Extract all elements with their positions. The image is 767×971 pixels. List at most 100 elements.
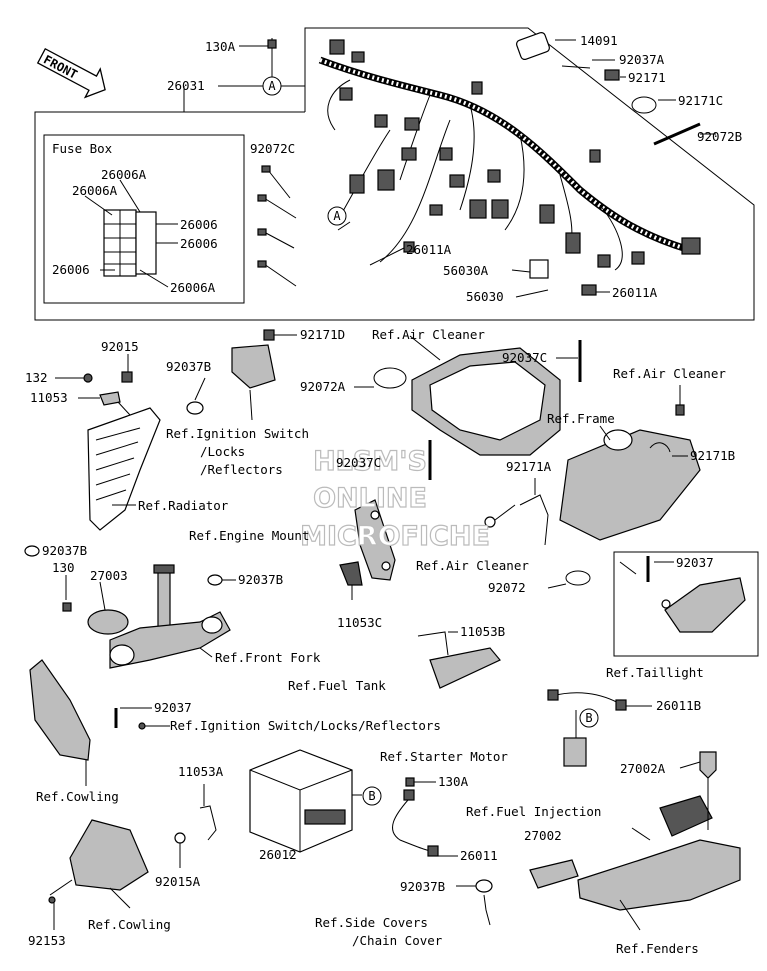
label-26006-2: 26006 <box>180 236 218 251</box>
sensor-27002A <box>699 751 717 779</box>
label-ref-side-covers-1: Ref.Side Covers <box>315 915 428 930</box>
label-26011: 26011 <box>460 848 498 863</box>
watermark: HLSM'S ONLINE MICROFICHE <box>299 445 490 552</box>
ecu-26012 <box>249 749 353 853</box>
label-26006A-2: 26006A <box>72 183 118 198</box>
cowling-upper <box>29 659 91 761</box>
label-26006-3: 26006 <box>52 262 90 277</box>
watermark-line-2: ONLINE <box>313 483 427 514</box>
label-26011A-1: 26011A <box>406 242 452 257</box>
label-92037-2: 92037 <box>154 700 192 715</box>
watermark-line-3: MICROFICHE <box>300 521 490 552</box>
taillight-frame <box>613 551 759 657</box>
cable-ties-92072C <box>257 165 297 287</box>
band-92072A <box>373 367 407 389</box>
screw-92153 <box>48 896 56 904</box>
label-92037C-2: 92037C <box>336 455 381 470</box>
tie-92072B <box>653 122 701 146</box>
label-11053A: 11053A <box>178 764 224 779</box>
label-26011B: 26011B <box>656 698 701 713</box>
label-56030: 56030 <box>466 289 504 304</box>
label-26031: 26031 <box>167 78 205 93</box>
label-92037-1: 92037 <box>676 555 714 570</box>
svg-text:B: B <box>585 711 592 725</box>
label-92037A: 92037A <box>619 52 665 67</box>
label-27002: 27002 <box>524 828 562 843</box>
relay-14091 <box>516 31 550 61</box>
bolt-130 <box>62 602 72 612</box>
fuel-tank-bracket <box>429 647 501 689</box>
clip-92171D <box>263 329 275 341</box>
label-130: 130 <box>52 560 75 575</box>
label-11053B: 11053B <box>460 624 505 639</box>
label-92171: 92171 <box>628 70 666 85</box>
circle-marker-b-ecu: B <box>362 786 382 806</box>
label-92171D: 92171D <box>300 327 345 342</box>
bracket-11053B <box>417 631 449 656</box>
bolt-130A-bottom <box>405 777 415 787</box>
connector-27002 <box>529 859 579 889</box>
taillight-unit <box>664 577 746 633</box>
grommet-92037B <box>186 401 204 415</box>
grommet-92037B-mid <box>207 574 223 586</box>
clip-92171 <box>604 69 620 81</box>
label-26011A-2: 26011A <box>612 285 658 300</box>
label-ref-taillight: Ref.Taillight <box>606 665 704 680</box>
label-ref-fuel-tank: Ref.Fuel Tank <box>288 678 386 693</box>
label-ref-side-covers-2: /Chain Cover <box>352 933 443 948</box>
label-ref-ignition-3: /Reflectors <box>200 462 283 477</box>
label-130A-bottom: 130A <box>438 774 469 789</box>
label-92171B: 92171B <box>690 448 735 463</box>
bracket-11053A <box>199 805 217 841</box>
label-92171C: 92171C <box>678 93 723 108</box>
fuel-injection-unit <box>659 795 713 837</box>
part-labels: 130A 26031 14091 92037A 92171 92171C 920… <box>25 33 742 956</box>
fuse-block <box>103 209 157 277</box>
circle-marker-a-top: A <box>262 76 282 96</box>
fender-assembly <box>577 839 741 911</box>
bolt-92037A <box>561 65 591 69</box>
label-92037B-1: 92037B <box>166 359 211 374</box>
label-132: 132 <box>25 370 48 385</box>
label-92072: 92072 <box>488 580 526 595</box>
bracket-11053 <box>99 391 121 406</box>
label-ref-radiator: Ref.Radiator <box>138 498 229 513</box>
label-26012: 26012 <box>259 847 297 862</box>
bracket-side-cover <box>483 894 491 926</box>
band-92072 <box>565 570 591 586</box>
label-14091: 14091 <box>580 33 618 48</box>
clip-92171A <box>519 494 549 546</box>
cowling-lower <box>69 819 149 891</box>
harness-panel-outline <box>34 27 755 321</box>
label-ref-air-cleaner-3: Ref.Air Cleaner <box>416 558 529 573</box>
main-wiring-harness <box>318 39 701 271</box>
label-92171A: 92171A <box>506 459 552 474</box>
engine-mount-bracket <box>354 499 396 581</box>
clamp-92171B <box>649 442 671 453</box>
label-11053: 11053 <box>30 390 68 405</box>
label-ref-air-cleaner-2: Ref.Air Cleaner <box>613 366 726 381</box>
label-ref-fuel-injection: Ref.Fuel Injection <box>466 804 601 819</box>
bolt-130A-top <box>267 39 277 49</box>
label-92015A: 92015A <box>155 874 201 889</box>
starter-relay <box>563 737 587 767</box>
svg-text:B: B <box>368 789 375 803</box>
radiator-shroud <box>87 407 161 531</box>
svg-text:A: A <box>268 79 276 93</box>
label-ref-cowling-1: Ref.Cowling <box>36 789 119 804</box>
clip-92015 <box>121 371 133 383</box>
label-11053C: 11053C <box>337 615 382 630</box>
label-ref-ignition-long: Ref.Ignition Switch/Locks/Reflectors <box>170 718 441 733</box>
bracket-11053C <box>339 561 363 586</box>
label-27002A: 27002A <box>620 761 666 776</box>
relay-56030 <box>529 259 549 279</box>
fuse-box-frame <box>43 134 245 304</box>
front-fork-triple-clamp <box>109 564 231 669</box>
clamp-92171C <box>631 96 657 114</box>
front-arrow: FRONT <box>36 47 106 99</box>
label-ref-fenders: Ref.Fenders <box>616 941 699 956</box>
label-26006A-1: 26006A <box>101 167 147 182</box>
label-ref-starter-motor: Ref.Starter Motor <box>380 749 508 764</box>
connector-26011A-right <box>581 284 597 296</box>
